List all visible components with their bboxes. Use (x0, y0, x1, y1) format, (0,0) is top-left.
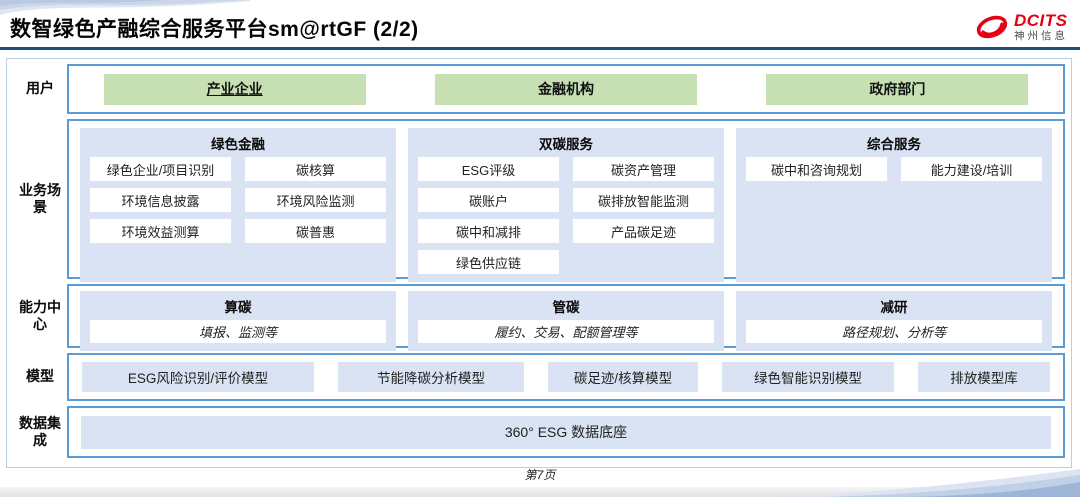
band-label-scenarios: 业务场景 (19, 181, 61, 216)
capability-desc: 填报、监测等 (90, 320, 386, 343)
band-data-integration: 数据集成 360° ESG 数据底座 (13, 406, 1065, 458)
architecture-frame: 用户 产业企业 金融机构 政府部门 业务场景 绿色金融 绿色企业/项目识别 碳核… (6, 58, 1072, 468)
capability-panel-research: 减研 路径规划、分析等 (736, 291, 1052, 351)
model-chip: 绿色智能识别模型 (722, 362, 894, 392)
model-chip: 节能降碳分析模型 (338, 362, 524, 392)
corner-swoosh-decoration (0, 0, 250, 15)
model-chip: 排放模型库 (918, 362, 1050, 392)
panel-title: 绿色金融 (211, 137, 265, 152)
scenarios-row: 绿色金融 绿色企业/项目识别 碳核算 环境信息披露 环境风险监测 环境效益测算 … (67, 119, 1065, 282)
data-integration-row: 360° ESG 数据底座 (67, 406, 1065, 458)
capability-desc: 履约、交易、配额管理等 (418, 320, 714, 343)
panel-title: 综合服务 (867, 137, 921, 152)
panel-dual-carbon: 双碳服务 ESG评级 碳资产管理 碳账户 碳排放智能监测 碳中和减排 产品碳足迹… (408, 128, 724, 282)
scenario-item: 环境信息披露 (90, 188, 231, 212)
scenario-item: 碳中和咨询规划 (746, 157, 887, 181)
model-chip: 碳足迹/核算模型 (548, 362, 698, 392)
users-row: 产业企业 金融机构 政府部门 (67, 64, 1065, 114)
band-label-data-integration: 数据集成 (19, 414, 61, 449)
data-foundation-chip: 360° ESG 数据底座 (81, 415, 1051, 449)
capability-title: 管碳 (552, 300, 580, 315)
band-label-capabilities: 能力中心 (19, 298, 61, 333)
scenario-item: 绿色供应链 (418, 250, 559, 274)
user-chip-industry: 产业企业 (103, 73, 366, 105)
scenario-item: 碳排放智能监测 (573, 188, 714, 212)
scenario-item: 碳账户 (418, 188, 559, 212)
user-chip-government: 政府部门 (766, 73, 1029, 105)
slide-title: 数智绿色产融综合服务平台sm@rtGF (2/2) (10, 18, 419, 41)
scenario-item: 环境风险监测 (245, 188, 386, 212)
page-number: 第7页 (524, 468, 556, 482)
panel-comprehensive: 综合服务 碳中和咨询规划 能力建设/培训 (736, 128, 1052, 282)
scenario-item: 能力建设/培训 (901, 157, 1042, 181)
band-models: 模型 ESG风险识别/评价模型 节能降碳分析模型 碳足迹/核算模型 绿色智能识别… (13, 353, 1065, 401)
band-scenarios: 业务场景 绿色金融 绿色企业/项目识别 碳核算 环境信息披露 环境风险监测 环境… (13, 119, 1065, 282)
capability-desc: 路径规划、分析等 (746, 320, 1042, 343)
capabilities-row: 算碳 填报、监测等 管碳 履约、交易、配额管理等 减研 路径规划、分析等 (67, 284, 1065, 351)
capability-panel-measure: 算碳 填报、监测等 (80, 291, 396, 351)
panel-title: 双碳服务 (539, 137, 593, 152)
dcits-swirl-icon (976, 15, 1008, 39)
logo-subbrand-text: 神州信息 (1014, 30, 1068, 42)
band-label-users: 用户 (26, 80, 54, 97)
title-underline (0, 47, 1080, 50)
band-users: 用户 产业企业 金融机构 政府部门 (13, 64, 1065, 114)
bottom-swoosh-decoration (760, 469, 1080, 497)
band-label-models: 模型 (26, 368, 54, 385)
company-logo: DCITS 神州信息 (974, 12, 1068, 42)
panel-green-finance: 绿色金融 绿色企业/项目识别 碳核算 环境信息披露 环境风险监测 环境效益测算 … (80, 128, 396, 282)
model-chip: ESG风险识别/评价模型 (82, 362, 314, 392)
panel-items: ESG评级 碳资产管理 碳账户 碳排放智能监测 碳中和减排 产品碳足迹 绿色供应… (418, 157, 714, 274)
capability-panel-manage: 管碳 履约、交易、配额管理等 (408, 291, 724, 351)
capability-title: 算碳 (224, 300, 252, 315)
scenario-item: 碳核算 (245, 157, 386, 181)
band-capabilities: 能力中心 算碳 填报、监测等 管碳 履约、交易、配额管理等 减研 路径规划、分析… (13, 284, 1065, 351)
scenario-item: ESG评级 (418, 157, 559, 181)
scenario-item: 碳资产管理 (573, 157, 714, 181)
panel-items: 绿色企业/项目识别 碳核算 环境信息披露 环境风险监测 环境效益测算 碳普惠 (90, 157, 386, 243)
user-chip-finance: 金融机构 (435, 73, 697, 105)
scenario-item: 碳普惠 (245, 219, 386, 243)
scenario-item: 环境效益测算 (90, 219, 231, 243)
scenario-item: 碳中和减排 (418, 219, 559, 243)
capability-title: 减研 (880, 300, 908, 315)
models-row: ESG风险识别/评价模型 节能降碳分析模型 碳足迹/核算模型 绿色智能识别模型 … (67, 353, 1065, 401)
scenario-item: 绿色企业/项目识别 (90, 157, 231, 181)
scenario-item: 产品碳足迹 (573, 219, 714, 243)
bottom-strip-decoration (0, 487, 1080, 497)
panel-items: 碳中和咨询规划 能力建设/培训 (746, 157, 1042, 181)
logo-brand-text: DCITS (1014, 11, 1068, 30)
